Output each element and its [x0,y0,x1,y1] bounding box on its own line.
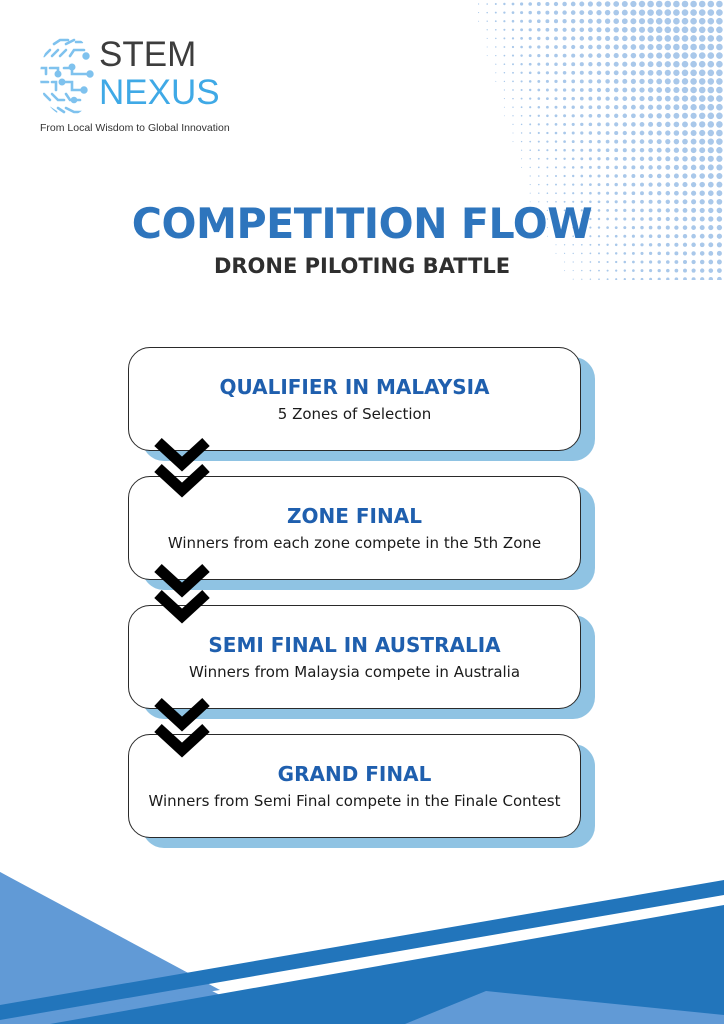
step-card: ZONE FINAL Winners from each zone compet… [128,476,581,580]
page-subtitle: DRONE PILOTING BATTLE [213,254,511,278]
step-card: QUALIFIER IN MALAYSIA 5 Zones of Selecti… [128,347,581,451]
double-chevron-down-icon [154,437,210,498]
step-description: Winners from Malaysia compete in Austral… [188,662,521,681]
brand-name-stem: STEM [99,35,197,74]
step-card: SEMI FINAL IN AUSTRALIA Winners from Mal… [128,605,581,709]
flow-step-qualifier: QUALIFIER IN MALAYSIA 5 Zones of Selecti… [128,347,595,461]
step-description: Winners from each zone compete in the 5t… [167,533,542,552]
brand-logo: STEM NEXUS From Local Wisdom to Global I… [36,34,276,144]
step-title: SEMI FINAL IN AUSTRALIA [208,632,501,657]
step-title: GRAND FINAL [277,761,432,786]
flow-step-grand-final: GRAND FINAL Winners from Semi Final comp… [128,734,595,848]
step-title: ZONE FINAL [287,503,422,528]
step-title: QUALIFIER IN MALAYSIA [219,374,490,399]
brand-tagline: From Local Wisdom to Global Innovation [40,122,230,134]
double-chevron-down-icon [154,563,210,624]
double-chevron-down-icon [154,697,210,758]
flow-step-semi-final: SEMI FINAL IN AUSTRALIA Winners from Mal… [128,605,595,719]
footer-wave-decoration [0,872,724,1024]
brand-name-nexus: NEXUS [99,73,220,112]
step-description: Winners from Semi Final compete in the F… [148,791,561,810]
flow-step-zone-final: ZONE FINAL Winners from each zone compet… [128,476,595,590]
circuit-globe-icon [40,38,94,114]
step-card: GRAND FINAL Winners from Semi Final comp… [128,734,581,838]
page-title: COMPETITION FLOW [131,199,593,248]
step-description: 5 Zones of Selection [277,404,432,423]
halftone-dots-decoration [477,0,723,280]
